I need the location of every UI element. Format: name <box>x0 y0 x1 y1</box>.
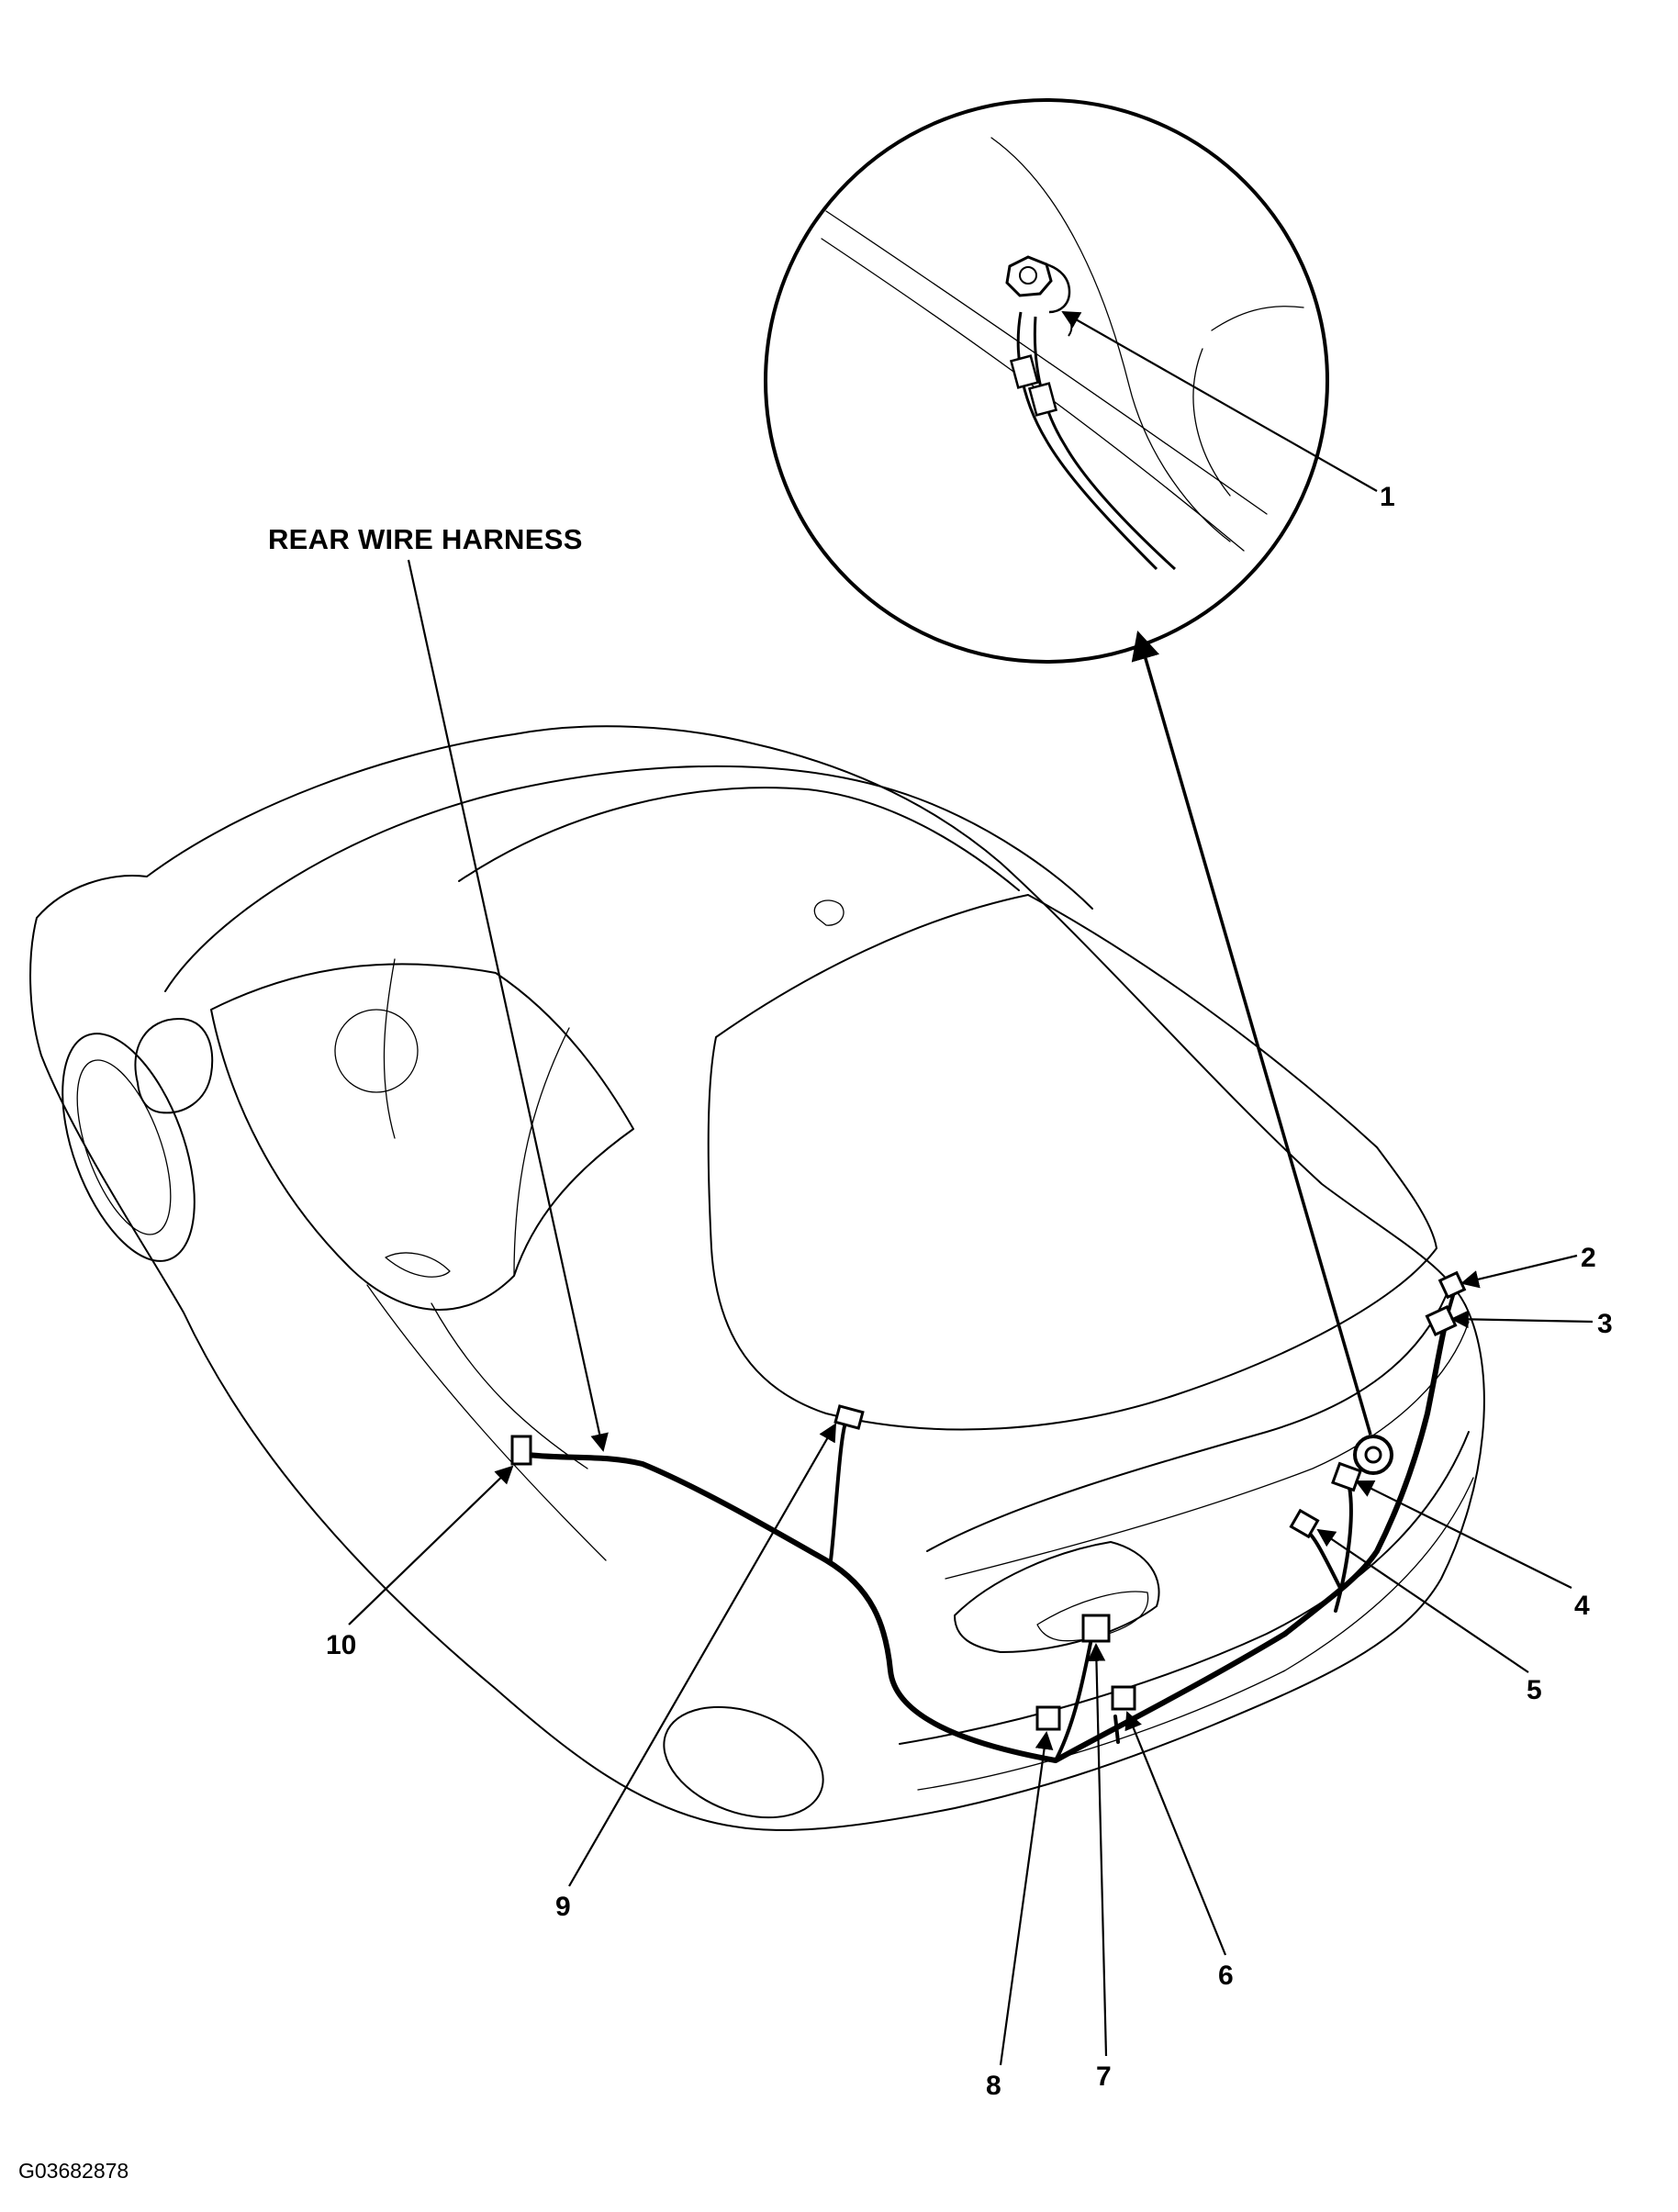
seat-headrest <box>334 1009 419 1093</box>
leader-3 <box>1450 1310 1594 1329</box>
door-line <box>366 1284 607 1561</box>
rear-wire-harness <box>510 1270 1467 1763</box>
leader-7 <box>1087 1643 1108 2057</box>
rear-window <box>707 894 1437 1431</box>
trunk-lid <box>926 1284 1451 1552</box>
callout-3: 3 <box>1597 1309 1613 1339</box>
side-mirror <box>134 1018 214 1114</box>
front-wheel-rim <box>76 1059 172 1235</box>
leader-10 <box>348 1465 514 1625</box>
leader-1 <box>1061 311 1378 492</box>
callout-2: 2 <box>1581 1243 1596 1273</box>
connector-10 <box>510 1435 532 1466</box>
roof-outline <box>458 787 1020 891</box>
body-outline <box>29 725 1485 1831</box>
tail-light <box>954 1541 1160 1653</box>
leader-9 <box>568 1423 836 1887</box>
car-body <box>29 725 1485 1831</box>
ground-wire <box>1033 316 1177 571</box>
rear-wire-harness-label: REAR WIRE HARNESS <box>268 523 583 555</box>
rear-bumper <box>899 1431 1470 1745</box>
connector-4 <box>1331 1461 1362 1492</box>
harness-branch-9 <box>829 1419 848 1562</box>
leader-4 <box>1355 1480 1572 1589</box>
side-window <box>210 963 634 1311</box>
detail-inset-circle <box>764 98 1329 664</box>
leader-8 <box>999 1731 1054 2066</box>
callout-7: 7 <box>1096 2061 1112 2092</box>
connector-2 <box>1437 1270 1467 1300</box>
callout-5: 5 <box>1527 1675 1542 1705</box>
connector-7 <box>1081 1614 1111 1643</box>
inset-body-panel-line <box>1192 348 1231 497</box>
callout-8: 8 <box>986 2071 1001 2101</box>
leader-5 <box>1316 1528 1529 1673</box>
harness-branch-6 <box>1113 1715 1120 1744</box>
leader-2 <box>1460 1254 1578 1289</box>
door-line <box>431 1302 588 1469</box>
harness-branch-4 <box>1334 1485 1353 1613</box>
ground-wire <box>1016 311 1158 571</box>
callout-10: 10 <box>326 1630 357 1660</box>
connector-6 <box>1111 1685 1136 1711</box>
detail-inset <box>764 98 1329 664</box>
ground-bolt <box>1005 255 1073 337</box>
side-window-divider <box>513 1027 570 1277</box>
fuel-door <box>813 899 845 926</box>
connector-9 <box>833 1404 865 1430</box>
door-handle <box>385 1252 451 1278</box>
callout-9: 9 <box>555 1892 571 1922</box>
connector-8 <box>1035 1705 1061 1731</box>
rear-bumper-line <box>917 1477 1474 1791</box>
inset-body-panel-line <box>821 238 1245 552</box>
inset-body-panel-line <box>1211 306 1304 331</box>
leader-lines <box>348 311 1594 2066</box>
callout-6: 6 <box>1218 1961 1234 1991</box>
leader-6 <box>1124 1711 1227 1956</box>
tail-light-inner <box>1036 1591 1149 1642</box>
front-wheel <box>62 1033 196 1262</box>
inset-body-panel-line <box>990 137 1231 542</box>
b-pillar <box>383 958 396 1139</box>
connector-5 <box>1289 1508 1320 1539</box>
leader-inset-pointer <box>1131 630 1372 1436</box>
roof-outline <box>164 765 1093 992</box>
callout-1: 1 <box>1380 482 1395 512</box>
connector-3 <box>1425 1304 1458 1337</box>
callout-4: 4 <box>1574 1591 1590 1621</box>
rear-wheel <box>663 1705 824 1819</box>
harness-main-run <box>525 1319 1449 1763</box>
leader-rear-wire-harness <box>407 559 609 1452</box>
figure-code: G03682878 <box>18 2159 129 2183</box>
